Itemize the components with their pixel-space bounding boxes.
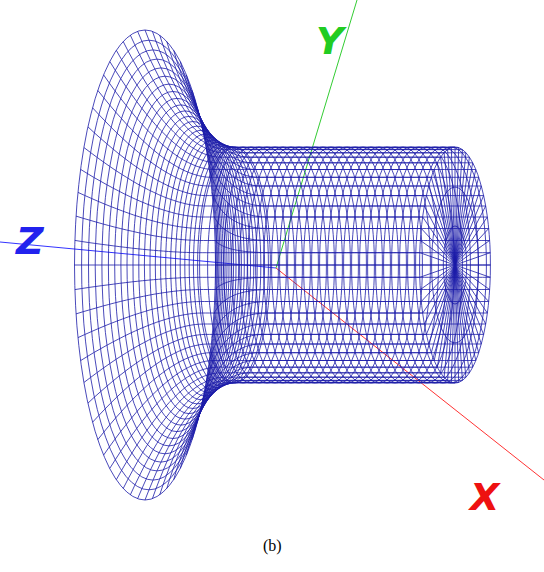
mesh-generator-line bbox=[123, 377, 444, 488]
wireframe-mesh bbox=[75, 30, 491, 500]
x-axis-label: X bbox=[470, 478, 499, 516]
mesh-generator-line bbox=[130, 380, 447, 495]
mesh-generator-line bbox=[88, 127, 426, 196]
mesh-generator-line bbox=[130, 35, 447, 150]
end-cap-spoke bbox=[455, 157, 469, 265]
mesh-generator-line bbox=[76, 216, 420, 240]
mesh-generator-line bbox=[75, 240, 420, 252]
mesh-generator-line bbox=[152, 31, 458, 147]
mesh-generator-line bbox=[212, 192, 489, 228]
end-cap-spoke bbox=[455, 265, 487, 313]
mesh-generator-line bbox=[84, 148, 424, 207]
mesh-generator-line bbox=[123, 42, 444, 153]
mesh-generator-line bbox=[116, 50, 440, 157]
mesh-ring bbox=[420, 147, 491, 383]
end-cap-spoke bbox=[455, 265, 473, 367]
end-cap-spoke bbox=[431, 265, 455, 353]
mesh-generator-line bbox=[197, 344, 481, 422]
mesh-generator-line bbox=[202, 334, 484, 403]
mesh-generator-line bbox=[98, 90, 432, 177]
end-cap-spoke bbox=[441, 265, 455, 373]
end-cap-spoke bbox=[423, 217, 455, 265]
mesh-generator-line bbox=[214, 290, 490, 314]
mesh-generator-line bbox=[93, 108, 429, 186]
end-cap-spoke bbox=[434, 170, 455, 266]
mesh-generator-line bbox=[145, 30, 455, 147]
mesh-generator-line bbox=[75, 277, 420, 289]
end-cap-spoke bbox=[437, 163, 455, 265]
end-cap-spoke bbox=[441, 157, 455, 265]
y-axis-label: Y bbox=[316, 22, 344, 60]
mesh-generator-line bbox=[160, 35, 463, 150]
end-cap-spoke bbox=[455, 265, 490, 277]
figure-caption: (b) bbox=[263, 538, 282, 554]
x-axis-line bbox=[276, 268, 544, 480]
mesh-generator-line bbox=[174, 373, 470, 480]
mesh-generator-line bbox=[212, 302, 489, 338]
mesh-generator-line bbox=[138, 31, 452, 147]
mesh-generator-line bbox=[78, 302, 421, 338]
end-cap-spoke bbox=[448, 265, 455, 380]
mesh-generator-line bbox=[192, 353, 479, 440]
end-cap-spoke bbox=[455, 265, 469, 373]
mesh-generator-line bbox=[116, 373, 440, 480]
mesh-generator-line bbox=[180, 367, 472, 468]
end-cap-ring bbox=[432, 187, 479, 343]
end-cap-spoke bbox=[455, 265, 481, 344]
end-cap-spoke bbox=[455, 148, 459, 265]
end-cap-spoke bbox=[420, 253, 455, 265]
mesh-generator-line bbox=[98, 353, 432, 440]
end-cap-spoke bbox=[429, 186, 455, 265]
end-cap-ring bbox=[443, 226, 466, 304]
end-cap-spoke bbox=[420, 241, 455, 266]
z-axis-label: Z bbox=[16, 222, 44, 260]
mesh-generator-line bbox=[186, 361, 475, 456]
mesh-generator-line bbox=[75, 265, 420, 266]
mesh-generator-line bbox=[152, 382, 458, 498]
mesh-generator-line bbox=[78, 192, 421, 228]
mesh-generator-line bbox=[110, 62, 438, 163]
mesh-generator-line bbox=[215, 277, 490, 289]
mesh-generator-line bbox=[104, 75, 435, 170]
end-cap-spoke bbox=[420, 265, 455, 266]
mesh-generator-line bbox=[81, 169, 423, 217]
mesh-generator-line bbox=[88, 334, 426, 403]
end-cap-spoke bbox=[455, 265, 490, 266]
end-cap-spoke bbox=[455, 177, 479, 265]
mesh-generator-line bbox=[145, 383, 455, 500]
end-cap-spoke bbox=[455, 150, 462, 265]
